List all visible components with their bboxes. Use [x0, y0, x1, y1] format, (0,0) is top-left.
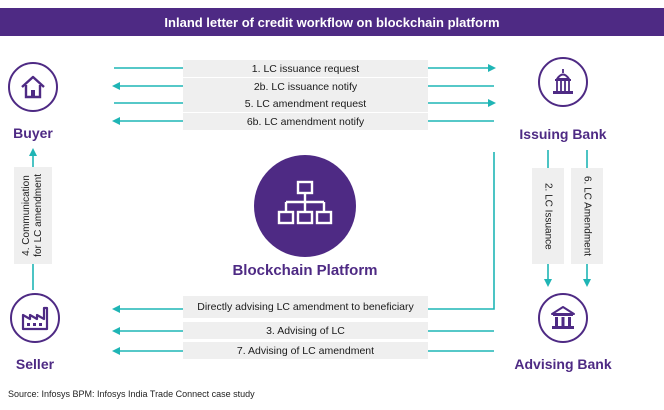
vertical-step-text: 4. Communication for LC amendment	[21, 174, 44, 257]
buyer-node	[8, 62, 58, 112]
blockchain-platform-label: Blockchain Platform	[232, 262, 378, 279]
seller-node	[10, 293, 60, 343]
factory-icon	[21, 306, 49, 331]
blockchain-platform-node	[254, 155, 356, 257]
capitol-building-icon	[553, 69, 573, 94]
source-note: Source: Infosys BPM: Infosys India Trade…	[8, 389, 255, 399]
network-hierarchy-icon	[277, 180, 333, 225]
issuing-bank-node	[538, 57, 588, 107]
house-icon	[21, 75, 45, 99]
buyer-label: Buyer	[13, 125, 53, 141]
vertical-step-label: 6. LC Amendment	[571, 168, 603, 264]
vertical-step-label: 2. LC Issuance	[532, 168, 564, 264]
advising-bank-node	[538, 293, 588, 343]
step-label: 1. LC issuance request	[183, 60, 428, 77]
step-label: 2b. LC issuance notify	[183, 78, 428, 95]
step-label: 3. Advising of LC	[183, 322, 428, 339]
issuing-bank-label: Issuing Bank	[519, 126, 607, 142]
advising-bank-label: Advising Bank	[514, 356, 612, 372]
bank-building-icon	[551, 306, 575, 329]
step-label: 5. LC amendment request	[183, 95, 428, 112]
seller-label: Seller	[15, 356, 55, 372]
step-label: Directly advising LC amendment to benefi…	[183, 296, 428, 318]
diagram-title: Inland letter of credit workflow on bloc…	[0, 8, 664, 36]
step-label: 6b. LC amendment notify	[183, 113, 428, 130]
vertical-step-text: 6. LC Amendment	[581, 175, 593, 257]
step-label: 7. Advising of LC amendment	[183, 342, 428, 359]
vertical-step-text: 2. LC Issuance	[542, 182, 554, 250]
vertical-step-label: 4. Communication for LC amendment	[14, 167, 52, 264]
